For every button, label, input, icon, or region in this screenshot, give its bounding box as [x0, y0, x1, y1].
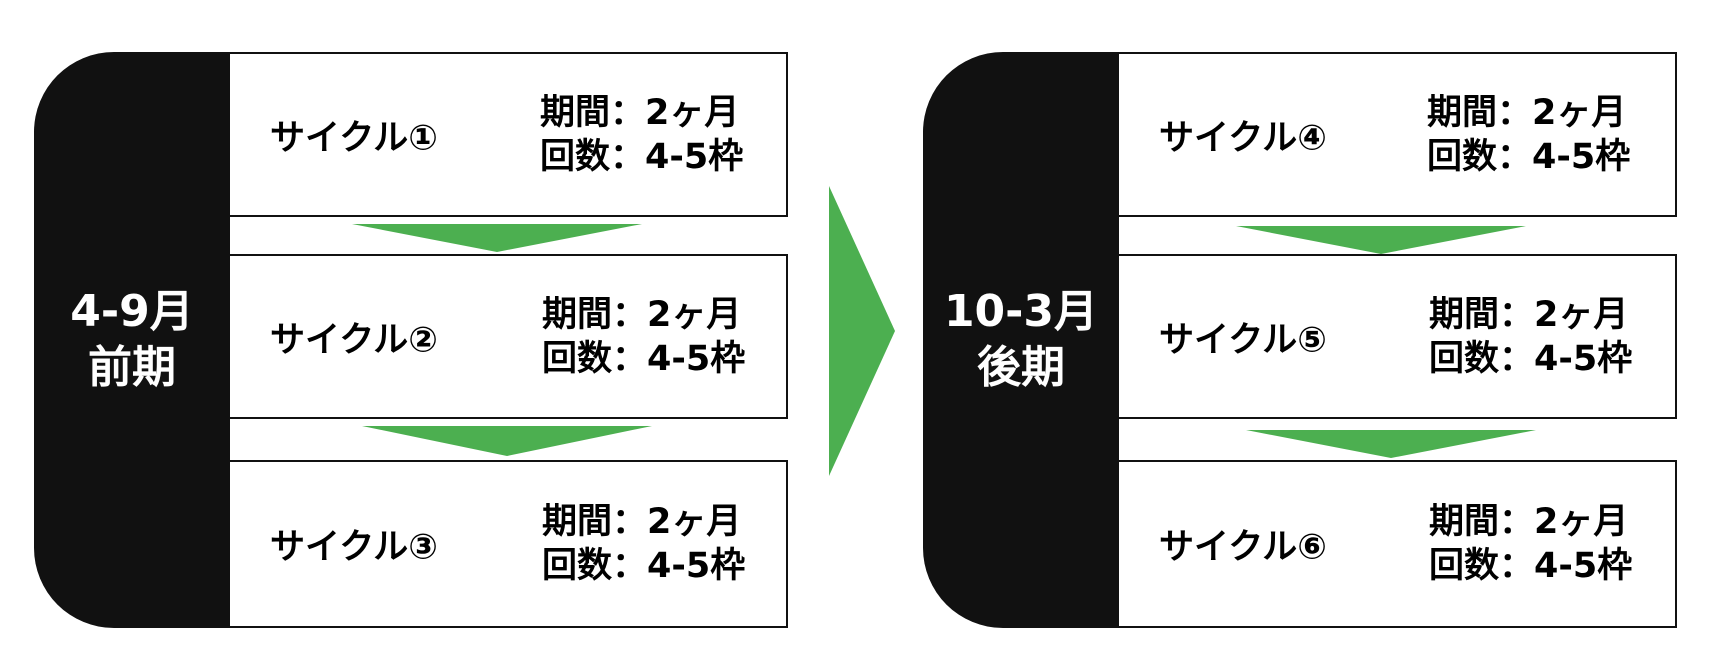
- cycle-count: 回数：4-5枠: [1427, 136, 1631, 177]
- cycle-name: サイクル⑥: [1159, 527, 1327, 568]
- cycle-meta: 期間：2ヶ月 回数：4-5枠: [1429, 500, 1632, 588]
- cycle-name: サイクル④: [1159, 118, 1327, 158]
- cycle-name: サイクル②: [270, 320, 438, 360]
- cycle-count: 回数：4-5枠: [542, 546, 746, 586]
- cycle-box-1: サイクル① 期間：2ヶ月 回数：4-5枠: [228, 52, 788, 217]
- cycle-count: 回数：4-5枠: [540, 136, 744, 177]
- cycle-count: 回数：4-5枠: [1429, 546, 1633, 586]
- first-half-label: 4-9月 前期: [34, 52, 230, 628]
- cycle-period: 期間：2ヶ月: [542, 294, 742, 335]
- cycle-name: サイクル①: [270, 118, 438, 158]
- cycle-meta: 期間：2ヶ月 回数：4-5枠: [540, 91, 743, 179]
- second-half-label: 10-3月 後期: [923, 52, 1119, 628]
- cycle-meta: 期間：2ヶ月 回数：4-5枠: [1427, 91, 1630, 179]
- cycle-period: 期間：2ヶ月: [1427, 92, 1627, 133]
- cycle-meta: 期間：2ヶ月 回数：4-5枠: [542, 500, 745, 588]
- second-half-label-months: 10-3月: [943, 286, 1099, 337]
- down-arrow-cycle-2-to-3: [362, 426, 652, 456]
- first-half-label-term: 前期: [88, 342, 176, 393]
- cycle-box-3: サイクル③ 期間：2ヶ月 回数：4-5枠: [228, 460, 788, 628]
- first-half-label-months: 4-9月: [70, 286, 194, 337]
- cycle-period: 期間：2ヶ月: [1429, 294, 1629, 335]
- cycle-count: 回数：4-5枠: [542, 338, 746, 379]
- cycle-box-5: サイクル⑤ 期間：2ヶ月 回数：4-5枠: [1117, 254, 1677, 419]
- cycle-meta: 期間：2ヶ月 回数：4-5枠: [1429, 293, 1632, 381]
- cycle-name: サイクル⑤: [1159, 320, 1327, 360]
- down-arrow-cycle-5-to-6: [1246, 430, 1536, 458]
- cycle-period: 期間：2ヶ月: [540, 92, 740, 133]
- down-arrow-cycle-4-to-5: [1236, 226, 1526, 254]
- right-arrow-first-to-second-half: [829, 186, 895, 476]
- down-arrow-cycle-1-to-2: [352, 224, 642, 252]
- cycle-box-4: サイクル④ 期間：2ヶ月 回数：4-5枠: [1117, 52, 1677, 217]
- cycle-name: サイクル③: [270, 527, 438, 568]
- cycle-count: 回数：4-5枠: [1429, 338, 1633, 379]
- cycle-meta: 期間：2ヶ月 回数：4-5枠: [542, 293, 745, 381]
- cycle-box-6: サイクル⑥ 期間：2ヶ月 回数：4-5枠: [1117, 460, 1677, 628]
- second-half-label-term: 後期: [977, 342, 1065, 393]
- cycle-box-2: サイクル② 期間：2ヶ月 回数：4-5枠: [228, 254, 788, 419]
- cycle-period: 期間：2ヶ月: [1429, 502, 1629, 542]
- cycle-period: 期間：2ヶ月: [542, 502, 742, 542]
